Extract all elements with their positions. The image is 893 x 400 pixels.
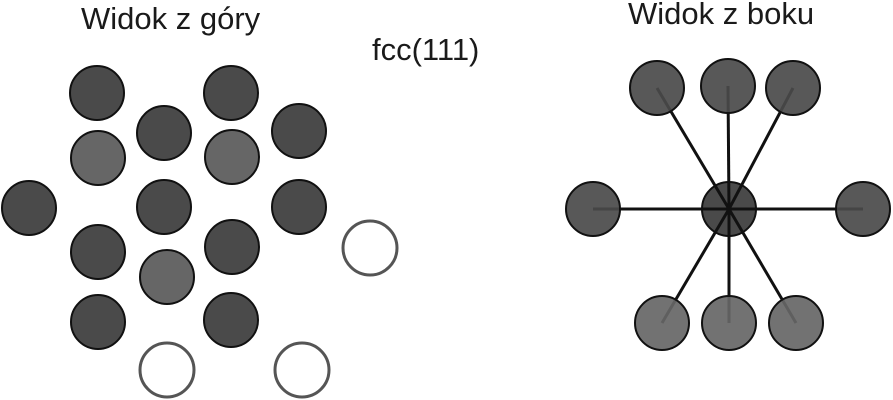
neighbor-atom: [835, 181, 891, 237]
bond-line-inner: [727, 208, 744, 234]
structure-label: fcc(111): [372, 32, 480, 67]
atom: [136, 105, 192, 161]
bond-line-inner: [714, 208, 731, 234]
empty-site-atom: [341, 219, 399, 277]
side-view-title: Widok z boku: [628, 0, 815, 31]
atom: [136, 179, 192, 235]
top-view-title: Widok z góry: [81, 1, 261, 36]
atom: [70, 294, 126, 350]
neighbor-atom: [700, 58, 756, 114]
atom: [204, 219, 260, 275]
neighbor-atom: [565, 181, 621, 237]
atom: [271, 179, 327, 235]
neighbor-atom: [634, 295, 690, 351]
bond-line-inner: [727, 184, 743, 210]
atom: [139, 249, 195, 305]
atom: [1, 180, 57, 236]
atom: [203, 65, 259, 121]
neighbor-atom: [768, 295, 824, 351]
bond-line-inner: [713, 185, 731, 210]
empty-site-atom: [273, 341, 331, 399]
empty-site-atom: [138, 341, 196, 399]
side-view-diagram: [565, 58, 891, 351]
neighbor-atom: [765, 60, 821, 116]
atom: [203, 292, 259, 348]
neighbor-atom: [629, 60, 685, 116]
atom: [70, 224, 126, 280]
atom: [271, 103, 327, 159]
atom: [70, 130, 126, 186]
atom: [69, 65, 125, 121]
neighbor-atom: [701, 295, 757, 351]
atom: [204, 129, 260, 185]
top-view-diagram: [1, 65, 399, 399]
